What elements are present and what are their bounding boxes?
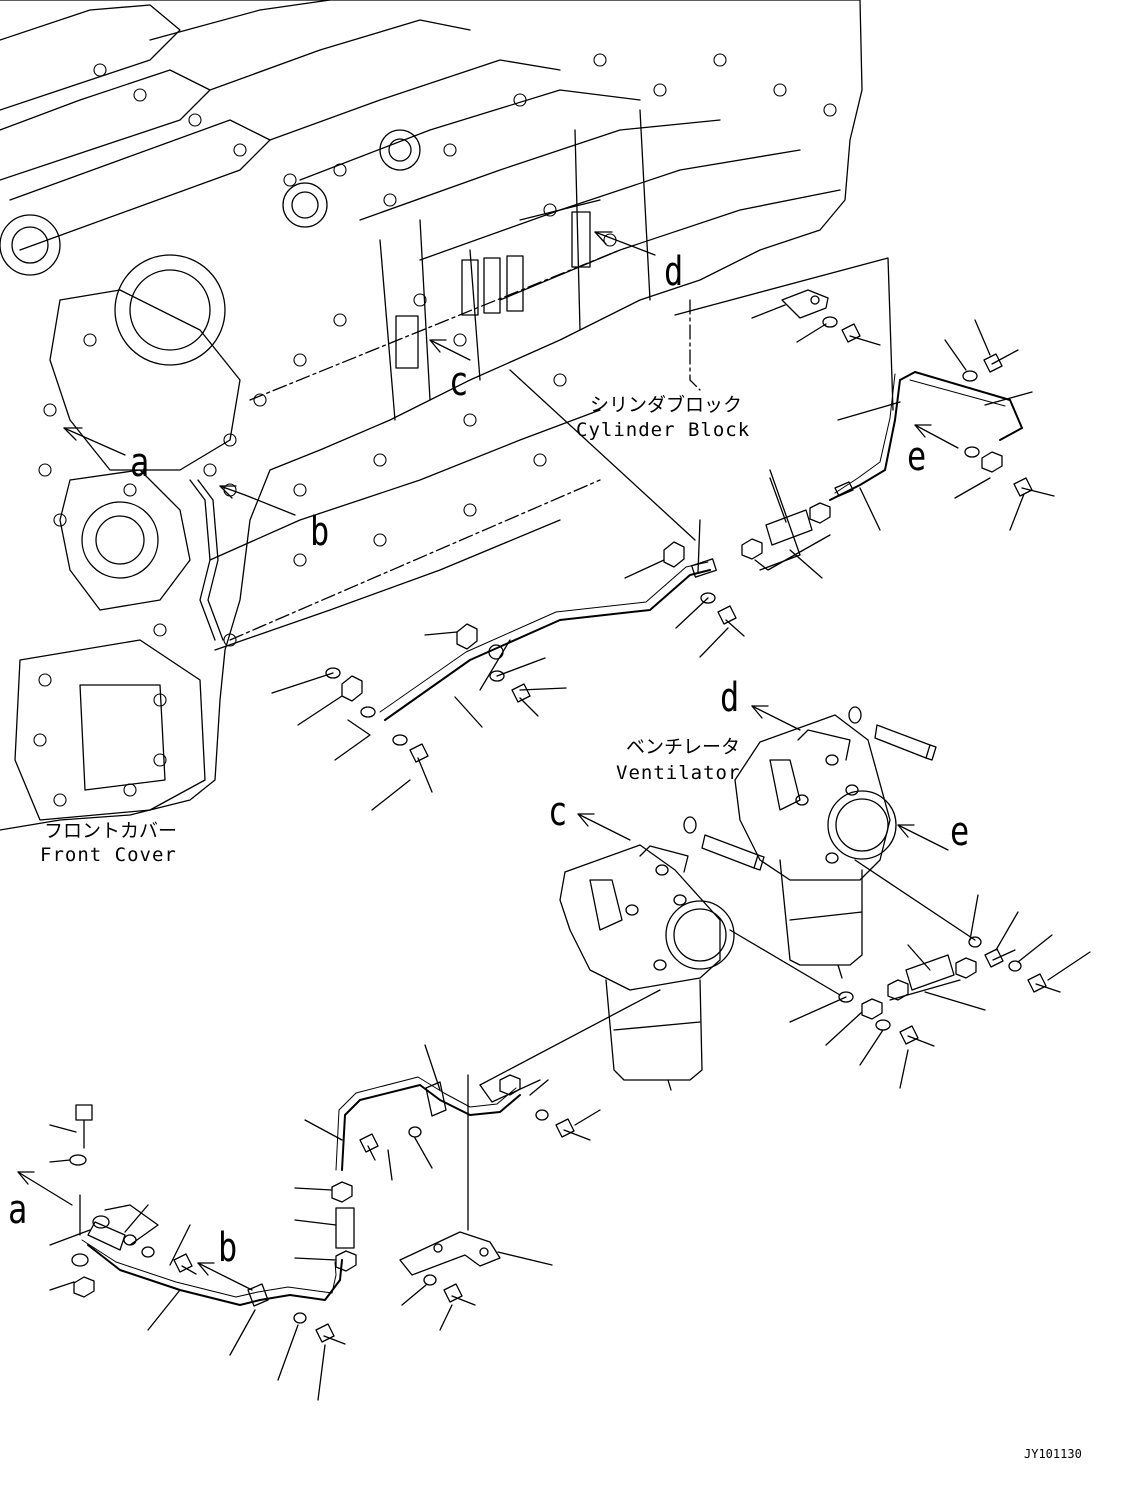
callout-letter-e: e — [907, 434, 927, 480]
ventilator-callout-e: e — [950, 809, 970, 855]
drawing-code: JY101130 — [1024, 1447, 1082, 1461]
ventilator-callout-d: d — [720, 675, 740, 721]
leader-cylinder-block — [509, 369, 696, 541]
ventilator-connectors — [789, 894, 1091, 1089]
upper-pipe-assembly — [271, 257, 1055, 811]
cylinder-block-label-en: Cylinder Block — [576, 419, 751, 441]
engine-callout-arrows — [63, 231, 656, 516]
ventilator-left — [479, 813, 841, 1091]
callout-letter-c: c — [449, 359, 469, 405]
engine-block — [0, 0, 863, 831]
front-cover-label-jp: フロントカバー — [44, 820, 178, 842]
callout-letter-d: d — [664, 249, 684, 295]
lower-pipe-assembly — [17, 1044, 601, 1401]
cylinder-block-label-jp: シリンダブロック — [590, 394, 743, 416]
ventilator-label-jp: ベンチレータ — [626, 736, 741, 758]
lower-callout-b: b — [218, 1225, 238, 1271]
callout-letter-a: a — [130, 440, 150, 486]
lower-callout-a: a — [8, 1187, 28, 1233]
ventilator-label-en: Ventilator — [616, 762, 741, 784]
ventilator-callout-c: c — [548, 789, 568, 835]
ventilator-right — [734, 705, 976, 979]
callout-letter-b: b — [310, 509, 330, 555]
front-cover-label-en: Front Cover — [40, 844, 177, 866]
